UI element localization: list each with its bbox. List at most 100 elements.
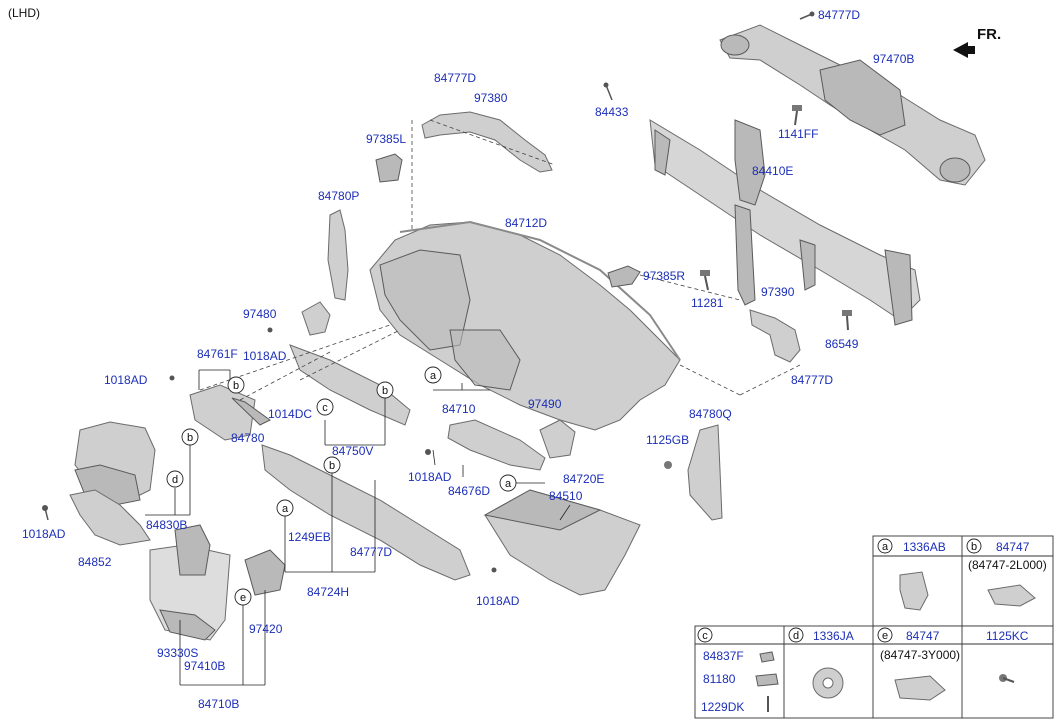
bolt-icon: [842, 310, 852, 331]
legend-a-part: 1336AB: [903, 540, 946, 554]
front-label: FR.: [977, 26, 1001, 43]
callout-97410B: 97410B: [184, 659, 225, 673]
reference-circles: a a a b b b b c d e: [166, 366, 517, 606]
svg-text:b: b: [187, 432, 193, 444]
callout-84761F: 84761F: [197, 347, 238, 361]
duct-97390: [749, 309, 801, 363]
center-vent-97490: [539, 419, 576, 459]
legend-e-sub: (84747-3Y000): [880, 648, 960, 662]
nut-icon: [759, 651, 775, 663]
callout-1018AD-c: 1018AD: [408, 470, 452, 484]
variant-label: (LHD): [8, 6, 40, 20]
svg-text:b: b: [233, 380, 239, 392]
callout-97380: 97380: [474, 91, 508, 105]
cowl-crossbar-84410E: [649, 119, 921, 326]
callout-84777D-duct: 84777D: [434, 71, 476, 85]
legend-c-item-1: 84837F: [703, 649, 744, 663]
ref-circle-d: d: [166, 470, 184, 488]
clip-icon: [894, 675, 946, 701]
legend-d-part: 1336JA: [813, 629, 854, 643]
callout-84712D: 84712D: [505, 216, 547, 230]
bolt-icon: [792, 105, 802, 126]
ref-circle-e: e: [234, 588, 252, 606]
callout-84830B: 84830B: [146, 518, 187, 532]
callout-1249EB: 1249EB: [288, 530, 331, 544]
callout-84780P: 84780P: [318, 189, 359, 203]
callout-11281: 11281: [691, 296, 724, 310]
callout-97385R: 97385R: [643, 269, 685, 283]
shroud-84852: [69, 489, 151, 546]
svg-text:a: a: [505, 478, 512, 490]
callout-1018AD-a: 1018AD: [243, 349, 287, 363]
legend-b-part: 84747: [996, 540, 1030, 554]
callout-97470B: 97470B: [873, 52, 914, 66]
callout-84780Q: 84780Q: [689, 407, 732, 421]
callout-97480: 97480: [243, 307, 277, 321]
callout-84710B: 84710B: [198, 697, 239, 711]
callout-97420: 97420: [249, 622, 283, 636]
callout-84710: 84710: [442, 402, 476, 416]
ref-circle-b: b: [376, 381, 394, 399]
ref-circle-b: b: [227, 376, 245, 394]
screw-icon: [425, 449, 431, 455]
callout-1125GB: 1125GB: [646, 433, 689, 447]
svg-text:a: a: [282, 503, 289, 515]
glove-box-84510: [483, 489, 641, 596]
callout-93330S: 93330S: [157, 646, 198, 660]
fastener-icons: [42, 11, 852, 573]
legend-b-sub: (84747-2L000): [968, 558, 1047, 572]
screw-icon: [799, 11, 815, 20]
callout-84780: 84780: [231, 431, 265, 445]
legend-d-letter: d: [793, 630, 799, 642]
screw-icon: [267, 327, 273, 333]
side-panel-84780P: [327, 209, 349, 301]
vent-grille-97385R: [607, 265, 641, 288]
air-duct-97470B: [719, 24, 986, 186]
callout-86549: 86549: [825, 337, 859, 351]
screw-icon: [42, 505, 49, 521]
callout-84433: 84433: [595, 105, 629, 119]
callout-84410E: 84410E: [752, 164, 793, 178]
bolt-icon: [999, 674, 1015, 683]
panel-84750V: [289, 344, 411, 426]
svg-text:e: e: [240, 592, 246, 604]
callout-97390: 97390: [761, 285, 795, 299]
vent-grille-97385L: [375, 153, 403, 183]
ref-circle-a: a: [276, 499, 294, 517]
strip-84780: [231, 397, 271, 426]
legend-c-item-2: 81180: [703, 672, 736, 686]
bolt-icon: [700, 270, 710, 291]
ref-circle-a: a: [424, 366, 442, 384]
clip-icon: [987, 584, 1036, 607]
callout-1141FF: 1141FF: [778, 127, 818, 141]
leader-lines: [145, 119, 801, 686]
screw-icon: [603, 82, 613, 101]
callout-97490: 97490: [528, 397, 562, 411]
callout-84777D-top: 84777D: [818, 8, 860, 22]
side-panel-84780Q: [687, 424, 723, 521]
callout-84852: 84852: [78, 555, 112, 569]
side-vent-97480: [301, 301, 331, 336]
callout-84510: 84510: [549, 489, 583, 503]
crash-pad-84710: [369, 220, 681, 431]
callout-84750V: 84750V: [332, 444, 373, 458]
callout-84777D-right: 84777D: [791, 373, 833, 387]
callout-1014DC: 1014DC: [268, 407, 312, 421]
legend-e-letter: e: [882, 630, 888, 642]
garnish-84720E: [447, 419, 546, 471]
callout-84676D: 84676D: [448, 484, 490, 498]
bolt-icon: [664, 461, 672, 469]
callout-1018AD-e: 1018AD: [476, 594, 520, 608]
ref-circle-a: a: [499, 474, 517, 492]
legend-table: a 1336AB b 84747 (84747-2L000) c 84837F …: [694, 535, 1054, 719]
defroster-duct-97380: [421, 111, 553, 173]
svg-text:c: c: [322, 402, 328, 414]
legend-a-letter: a: [882, 541, 889, 553]
retainer-icon: [755, 673, 779, 687]
clip-icon: [899, 571, 929, 611]
svg-text:b: b: [382, 385, 388, 397]
ref-circle-c: c: [316, 398, 334, 416]
callout-labels: 84777D 97470B 84433 1141FF 84410E 84777D…: [22, 8, 914, 711]
screw-icon: [169, 375, 175, 381]
